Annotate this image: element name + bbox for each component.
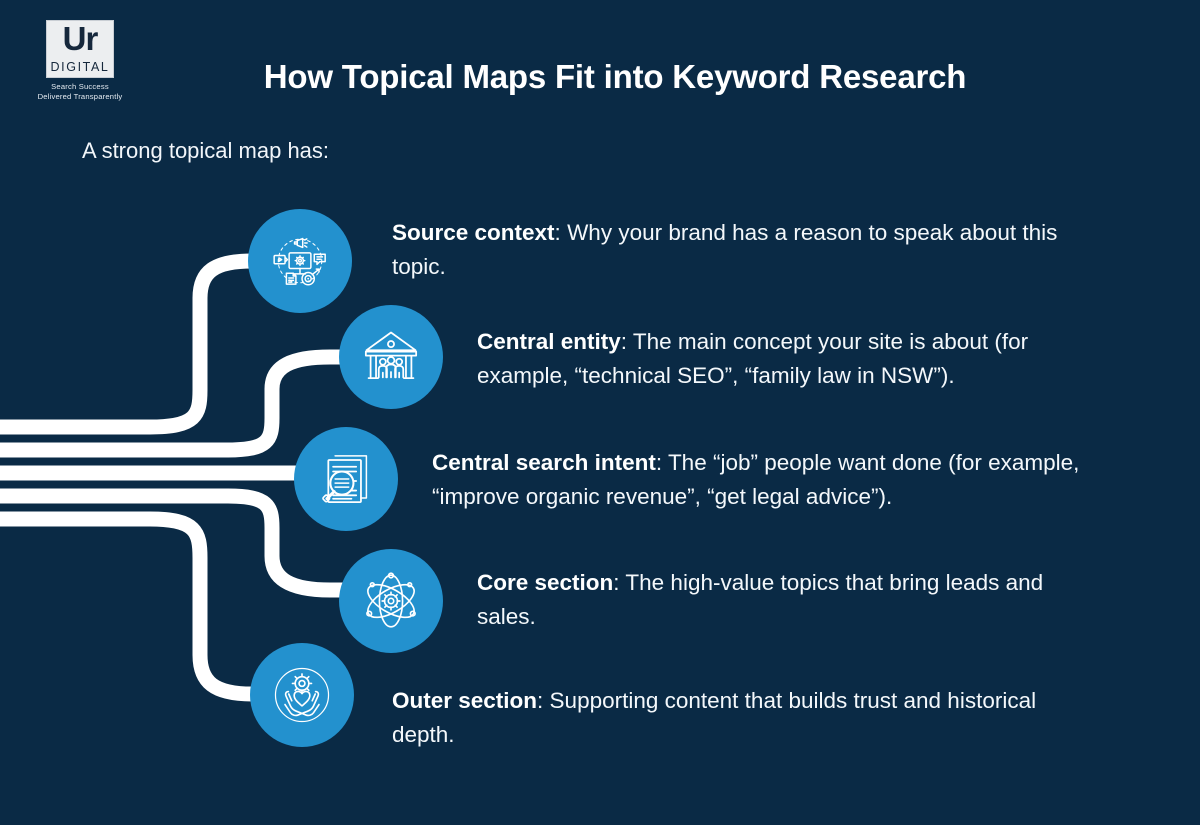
content-marketing-monitor-gear-icon (273, 237, 326, 286)
item-label-2: Central entity (477, 329, 621, 354)
subtitle: A strong topical map has: (82, 138, 330, 163)
icon-circle-source-context[interactable] (248, 209, 352, 313)
connector-path-5 (0, 511, 302, 702)
logo-tagline-line-2: Delivered Transparently (37, 92, 123, 101)
connector-path-4 (0, 488, 392, 598)
item-body-1: Why your brand has a reason to speak abo… (392, 220, 1058, 279)
item-body-3: The “job” people want done (for example,… (432, 450, 1080, 509)
hands-holding-gear-icon (274, 667, 330, 723)
atom-gear-nucleus-icon (366, 572, 416, 628)
logo-mark: Ur DIGITAL (46, 20, 114, 78)
item-label-1: Source context (392, 220, 555, 245)
item-text-central-entity: Central entity: The main concept your si… (477, 325, 1102, 393)
icon-circle-central-entity[interactable] (339, 305, 443, 409)
item-label-4: Core section (477, 570, 614, 595)
item-separator-5: : (537, 688, 550, 713)
item-text-central-search-intent: Central search intent: The “job” people … (432, 446, 1104, 514)
item-label-5: Outer section (392, 688, 538, 713)
logo-tagline-line-1: Search Success (51, 82, 109, 91)
item-label-3: Central search intent (432, 450, 656, 475)
icon-circle-central-search-intent[interactable] (294, 427, 398, 531)
logo-tagline: Search Success Delivered Transparently (26, 82, 134, 102)
item-separator-1: : (554, 220, 568, 245)
item-separator-3: : (655, 450, 668, 475)
item-separator-2: : (620, 329, 633, 354)
item-text-source-context: Source context: Why your brand has a rea… (392, 216, 1062, 284)
item-text-core-section: Core section: The high-value topics that… (477, 566, 1097, 634)
item-body-5: Supporting content that builds trust and… (392, 688, 1037, 747)
institution-building-people-icon (364, 331, 418, 379)
connector-path-2 (0, 349, 392, 458)
brand-logo: Ur DIGITAL Search Success Delivered Tran… (26, 20, 134, 102)
icon-circle-outer-section[interactable] (250, 643, 354, 747)
page-title: How Topical Maps Fit into Keyword Resear… (263, 58, 967, 95)
document-magnifier-search-icon (322, 455, 368, 504)
logo-mark-letters: Ur (62, 20, 99, 57)
item-text-outer-section: Outer section: Supporting content that b… (392, 684, 1062, 752)
connector-path-1 (0, 253, 300, 435)
item-body-4: The high-value topics that bring leads a… (477, 570, 1044, 629)
logo-mark-word: DIGITAL (50, 60, 110, 74)
item-separator-4: : (613, 570, 626, 595)
item-body-2: The main concept your site is about (for… (477, 329, 1029, 388)
icon-circle-core-section[interactable] (339, 549, 443, 653)
